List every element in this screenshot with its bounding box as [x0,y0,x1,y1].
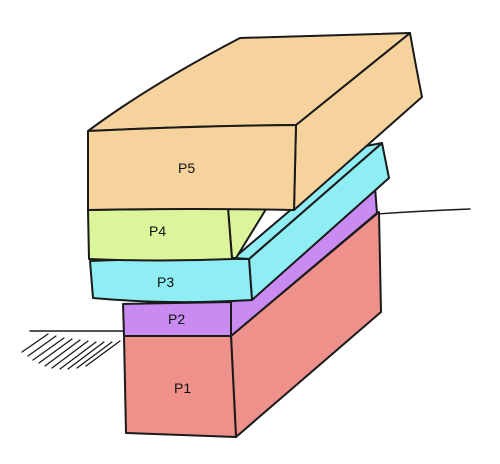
label-p5: P5 [178,160,195,176]
label-p3: P3 [157,274,174,290]
block-p5-side [293,32,423,211]
label-p1: P1 [174,380,191,396]
block-p5 [87,32,423,211]
ground-left [21,330,125,370]
ground-line-right [375,208,471,215]
ground-hatching [21,333,121,370]
label-p2: P2 [168,311,185,327]
label-p4: P4 [149,223,166,239]
block-p5-front [87,124,297,211]
